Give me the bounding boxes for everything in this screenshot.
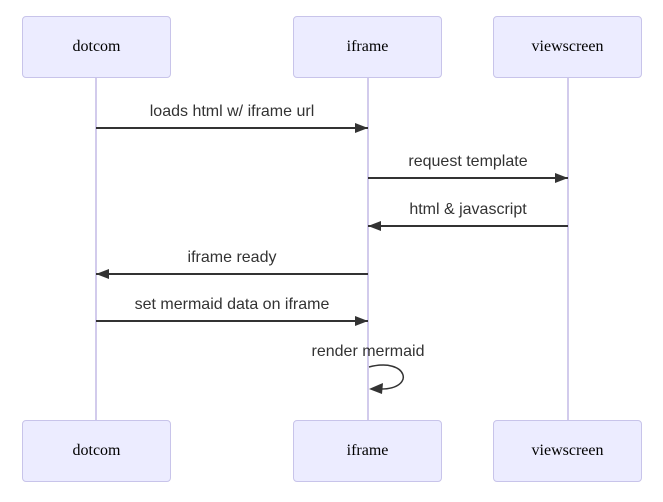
message-line-request-template bbox=[368, 177, 568, 179]
actor-bottom-viewscreen: viewscreen bbox=[493, 420, 642, 482]
message-label-html-javascript: html & javascript bbox=[409, 201, 527, 218]
message-label-loads-html: loads html w/ iframe url bbox=[149, 103, 315, 120]
message-label-render-mermaid: render mermaid bbox=[311, 343, 425, 360]
actor-top-iframe: iframe bbox=[293, 16, 442, 78]
actor-label-viewscreen: viewscreen bbox=[531, 38, 604, 55]
arrowhead-right-icon bbox=[555, 173, 568, 183]
arrowhead-left-icon bbox=[96, 269, 109, 279]
lifeline-viewscreen bbox=[567, 78, 569, 420]
message-label-iframe-ready: iframe ready bbox=[187, 249, 277, 266]
message-line-iframe-ready bbox=[96, 273, 368, 275]
arrowhead-right-icon bbox=[355, 123, 368, 133]
lifeline-iframe bbox=[367, 78, 369, 420]
self-loop-arrow-icon bbox=[368, 364, 404, 394]
lifeline-dotcom bbox=[95, 78, 97, 420]
actor-bottom-dotcom: dotcom bbox=[22, 420, 171, 482]
actor-label-viewscreen: viewscreen bbox=[531, 442, 604, 459]
message-line-html-javascript bbox=[368, 225, 568, 227]
actor-bottom-iframe: iframe bbox=[293, 420, 442, 482]
actor-top-viewscreen: viewscreen bbox=[493, 16, 642, 78]
arrowhead-right-icon bbox=[355, 316, 368, 326]
actor-label-iframe: iframe bbox=[346, 442, 389, 459]
actor-top-dotcom: dotcom bbox=[22, 16, 171, 78]
actor-label-dotcom: dotcom bbox=[72, 442, 121, 459]
actor-label-iframe: iframe bbox=[346, 38, 389, 55]
arrowhead-left-icon bbox=[368, 221, 381, 231]
message-line-loads-html bbox=[96, 127, 368, 129]
message-label-request-template: request template bbox=[408, 153, 528, 170]
message-line-set-mermaid-data bbox=[96, 320, 368, 322]
message-label-set-mermaid-data: set mermaid data on iframe bbox=[134, 296, 330, 313]
actor-label-dotcom: dotcom bbox=[72, 38, 121, 55]
